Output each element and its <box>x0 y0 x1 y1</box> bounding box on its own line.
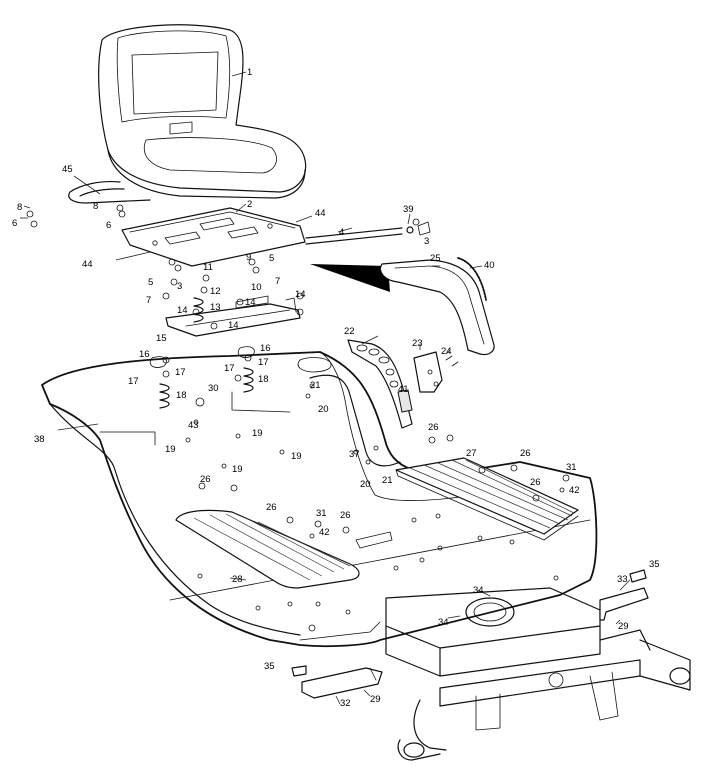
callout-1: 1 <box>247 67 252 78</box>
callout-16b: 16 <box>260 343 271 354</box>
small-bracket <box>413 351 459 393</box>
callout-22: 22 <box>344 326 355 337</box>
callout-16a: 16 <box>139 349 150 360</box>
callout-6b: 6 <box>106 220 111 231</box>
callout-38: 38 <box>34 434 45 445</box>
right-footrest <box>395 457 579 541</box>
callout-39: 39 <box>403 204 414 215</box>
deck-holes <box>197 513 559 632</box>
seat <box>98 24 307 199</box>
callout-35b: 35 <box>649 559 660 570</box>
callout-14c: 14 <box>228 320 239 331</box>
callout-3b: 3 <box>424 236 429 247</box>
rod <box>305 221 431 245</box>
callout-41: 41 <box>398 384 409 395</box>
callout-19a: 19 <box>165 444 176 455</box>
callout-29a: 29 <box>370 694 381 705</box>
callout-31b: 31 <box>566 462 577 473</box>
callout-18b: 18 <box>258 374 269 385</box>
callout-31a: 31 <box>316 508 327 519</box>
callout-11: 11 <box>203 262 213 273</box>
callout-40: 40 <box>484 260 495 271</box>
callout-3a: 3 <box>177 281 182 292</box>
callout-4: 4 <box>339 227 344 238</box>
callout-26b: 26 <box>266 502 277 513</box>
callout-8b: 8 <box>93 201 98 212</box>
callout-33: 33 <box>617 574 628 585</box>
callout-23: 23 <box>412 338 423 349</box>
callout-14b: 14 <box>245 297 256 308</box>
callout-8a: 8 <box>17 202 22 213</box>
callout-26e: 26 <box>520 448 531 459</box>
callout-17b: 17 <box>175 367 186 378</box>
callout-30: 30 <box>208 383 219 394</box>
callout-10: 10 <box>251 282 262 293</box>
seat-bracket <box>165 295 301 337</box>
seat-plate <box>121 207 306 267</box>
lever-bracket <box>347 339 413 429</box>
callout-6a: 6 <box>12 218 17 229</box>
fasteners <box>26 204 647 677</box>
callout-27: 27 <box>466 448 477 459</box>
callout-18a: 18 <box>176 390 187 401</box>
callout-34b: 34 <box>438 617 449 628</box>
edge-trim <box>457 257 487 301</box>
callout-21a: 21 <box>310 380 321 391</box>
callout-17a: 17 <box>128 376 139 387</box>
callout-15: 15 <box>156 333 167 344</box>
callout-19b: 19 <box>252 428 263 439</box>
callout-2: 2 <box>247 199 252 210</box>
callout-44b: 44 <box>315 208 326 219</box>
callout-7a: 7 <box>146 295 151 306</box>
callout-5b: 5 <box>269 253 274 264</box>
side-brackets <box>301 587 649 699</box>
callout-43: 43 <box>188 420 199 431</box>
callout-5a: 5 <box>148 277 153 288</box>
callout-numbers: 1 2 3 3 4 5 5 6 6 7 7 8 8 9 10 11 12 13 … <box>12 67 660 709</box>
chassis-frame <box>385 587 691 761</box>
callout-20b: 20 <box>360 479 371 490</box>
callout-21b: 21 <box>382 475 393 486</box>
callout-35a: 35 <box>264 661 275 672</box>
callout-34a: 34 <box>473 585 484 596</box>
callout-25: 25 <box>430 253 441 264</box>
callout-20a: 20 <box>318 404 329 415</box>
callout-7b: 7 <box>275 276 280 287</box>
callout-26a: 26 <box>200 474 211 485</box>
callout-26d: 26 <box>428 422 439 433</box>
callout-45: 45 <box>62 164 73 175</box>
callout-14d: 14 <box>295 289 306 300</box>
seat-rail <box>68 180 151 204</box>
callout-19d: 19 <box>291 451 302 462</box>
callout-19c: 19 <box>232 464 243 475</box>
callout-13: 13 <box>210 302 221 313</box>
callout-14a: 14 <box>177 305 188 316</box>
fender-body <box>41 351 598 648</box>
leader-lines <box>20 71 631 705</box>
assembly-lines <box>30 208 390 292</box>
callout-32: 32 <box>340 698 351 709</box>
callout-37: 37 <box>349 449 360 460</box>
callout-42b: 42 <box>569 485 580 496</box>
callout-17d: 17 <box>258 357 269 368</box>
callout-17c: 17 <box>224 363 235 374</box>
fender-tunnel <box>309 374 401 467</box>
callout-9: 9 <box>246 252 251 263</box>
callout-44a: 44 <box>82 259 93 270</box>
fender-cover <box>379 259 495 356</box>
callout-12: 12 <box>210 286 221 297</box>
callout-24: 24 <box>441 346 452 357</box>
callout-28: 28 <box>232 574 243 585</box>
callout-26f: 26 <box>530 477 541 488</box>
callout-26c: 26 <box>340 510 351 521</box>
callout-29b: 29 <box>618 621 629 632</box>
left-footrest <box>175 509 360 589</box>
springs <box>149 297 255 409</box>
callout-42a: 42 <box>319 527 330 538</box>
